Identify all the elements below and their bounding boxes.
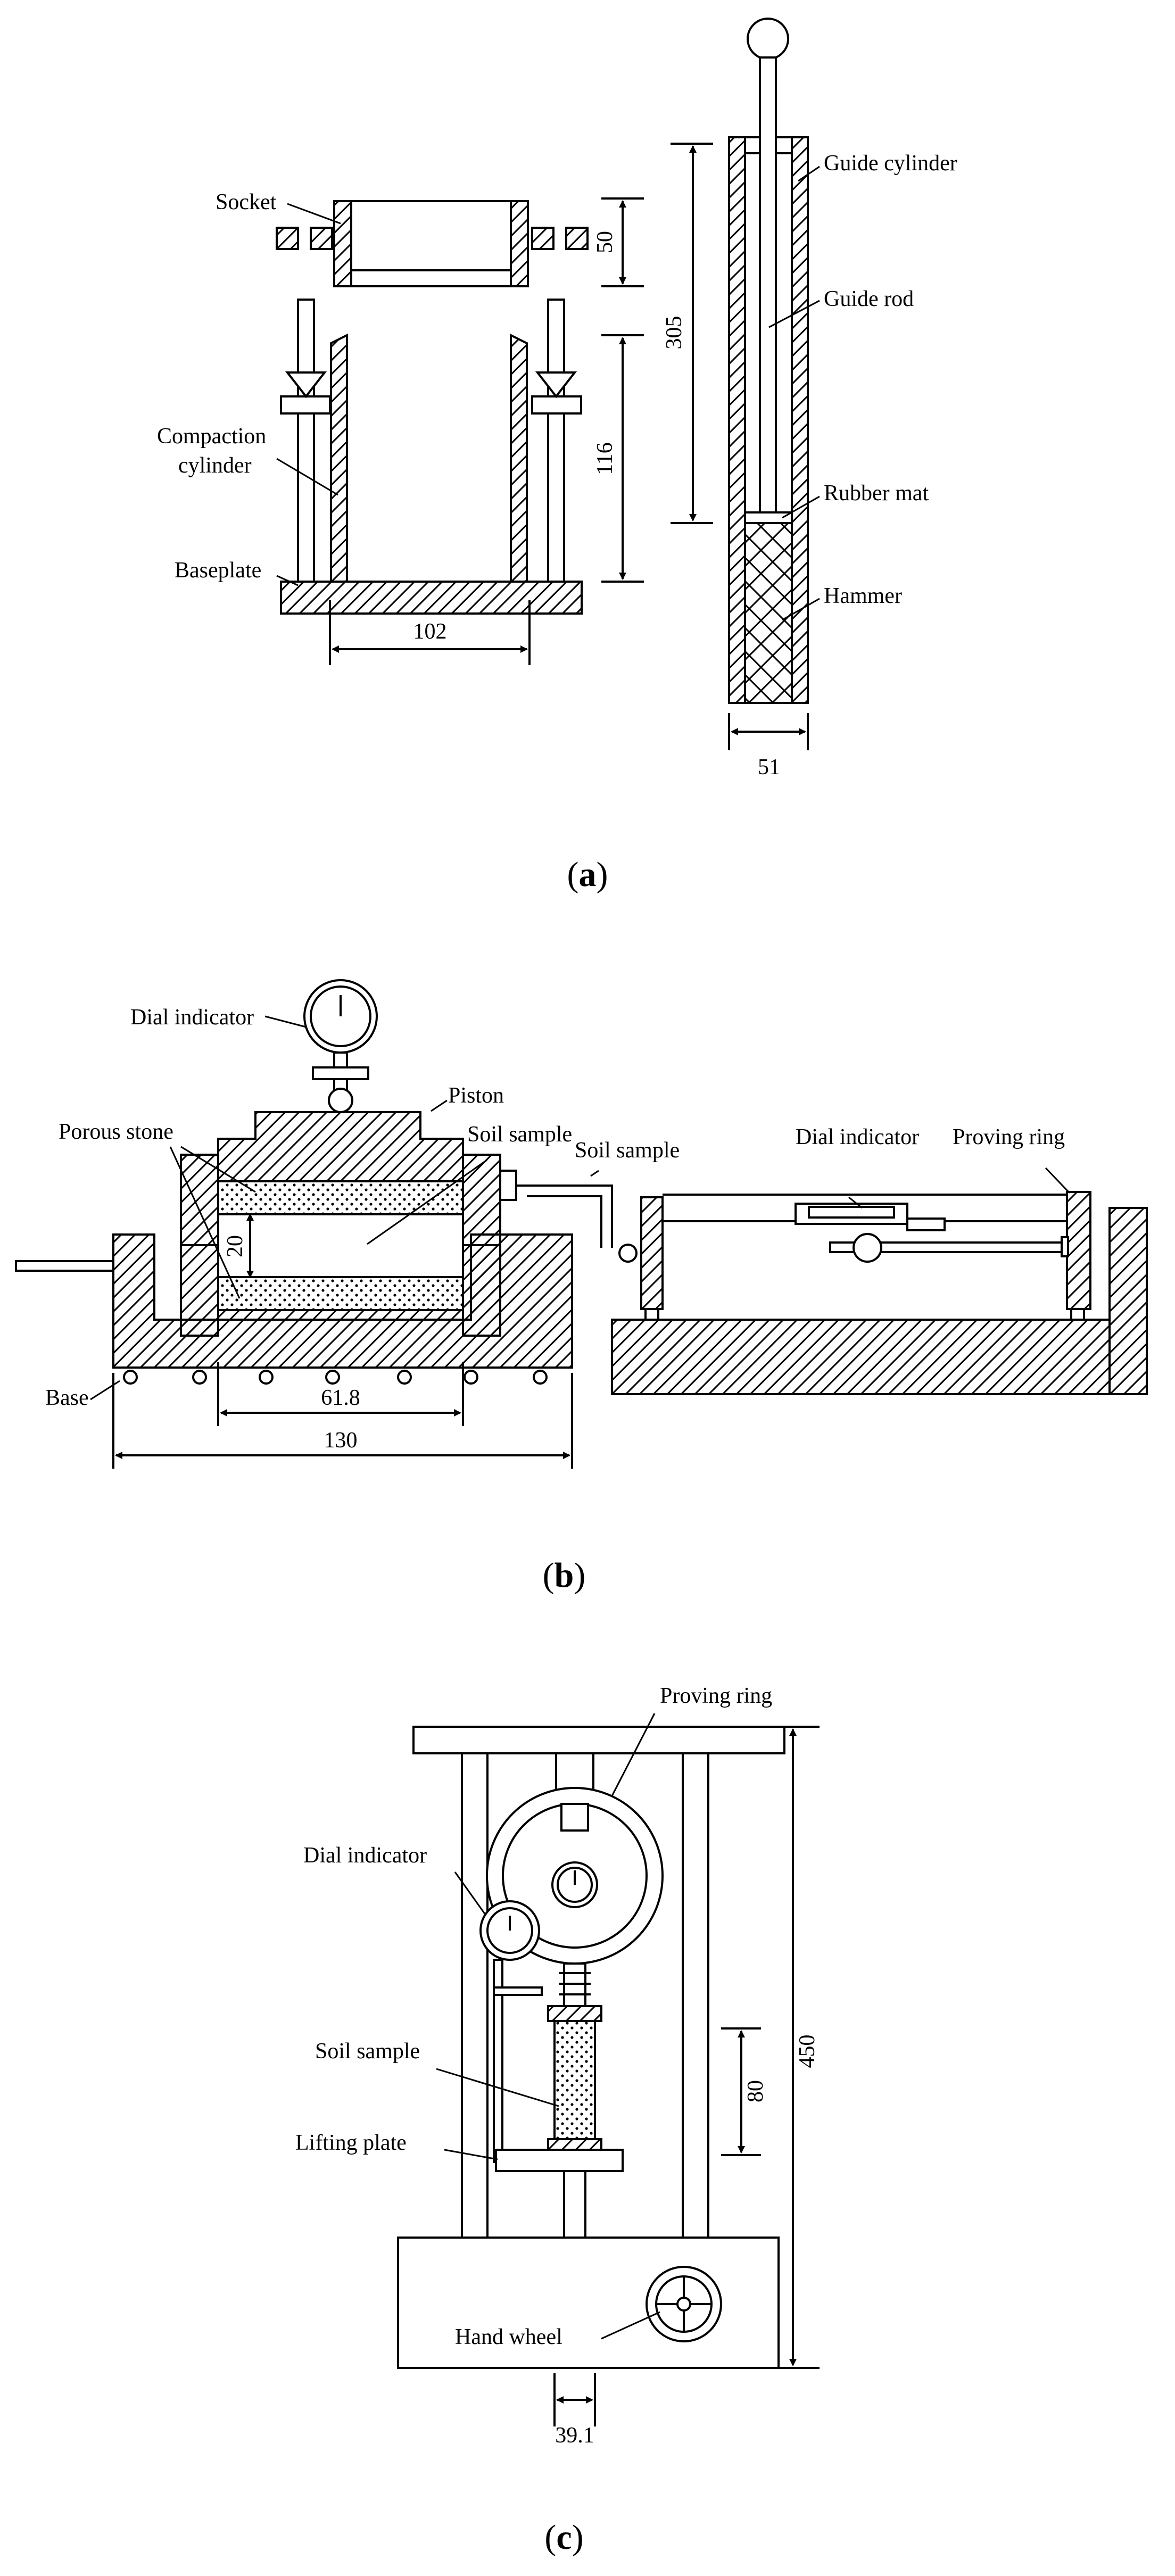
label-proving-ring-b: Proving ring xyxy=(953,1125,1065,1149)
label-piston: Piston xyxy=(448,1083,504,1108)
rollers xyxy=(123,1370,548,1385)
panel-b-text: Dial indicator Piston Porous stone Soil … xyxy=(45,1005,1065,1595)
label-compaction-cylinder-2: cylinder xyxy=(178,453,252,478)
dim-sample-diameter-c: 39.1 xyxy=(555,2423,594,2448)
panel-b-dimensions xyxy=(112,1213,573,1469)
hammer-assembly xyxy=(728,18,809,704)
panel-c-dimensions xyxy=(553,1726,820,2426)
panel-c-leaders xyxy=(436,1713,660,2340)
label-hammer: Hammer xyxy=(824,584,902,608)
panel-a xyxy=(276,18,809,704)
label-soil-sample-c: Soil sample xyxy=(315,2039,420,2064)
panel-b-leaders xyxy=(90,1015,1071,1401)
label-porous-stone: Porous stone xyxy=(59,1120,173,1144)
label-compaction-cylinder-1: Compaction xyxy=(157,424,266,449)
dim-guide-height: 305 xyxy=(662,316,686,350)
loading-handle xyxy=(15,1260,114,1272)
label-soil-sample-b1: Soil sample xyxy=(467,1122,572,1147)
dim-hammer-diameter: 51 xyxy=(758,755,780,780)
dim-cylinder-height: 116 xyxy=(593,442,617,475)
caption-c: (c) xyxy=(544,2518,583,2557)
label-soil-sample-b2: Soil sample xyxy=(575,1138,680,1163)
caption-a: (a) xyxy=(567,855,608,894)
label-dial-indicator-b1: Dial indicator xyxy=(130,1005,254,1030)
caption-b: (b) xyxy=(543,1556,586,1595)
dim-frame-height: 450 xyxy=(795,2035,820,2068)
tie-rods xyxy=(280,299,582,583)
panel-a-dimensions xyxy=(329,143,809,750)
panel-b xyxy=(15,979,1148,1395)
panel-c xyxy=(397,1726,785,2369)
baseplate xyxy=(280,581,583,615)
label-dial-indicator-b2: Dial indicator xyxy=(796,1125,919,1149)
dial-indicator-top xyxy=(303,979,378,1113)
dim-cylinder-diameter: 102 xyxy=(413,619,447,644)
soil-sample-b xyxy=(217,1213,464,1278)
proving-ring-b xyxy=(1066,1191,1091,1310)
label-dial-indicator-c: Dial indicator xyxy=(303,1843,427,1868)
top-beam xyxy=(412,1726,785,1754)
panel-c-text: Proving ring Dial indicator Soil sample … xyxy=(295,1684,820,2557)
dim-socket-height: 50 xyxy=(593,231,617,253)
label-lifting-plate: Lifting plate xyxy=(295,2131,407,2155)
panel-a-leaders xyxy=(276,165,820,621)
dim-sample-diameter-b: 61.8 xyxy=(321,1386,360,1410)
dim-sample-height-c: 80 xyxy=(743,2080,768,2102)
dim-sample-height-b: 20 xyxy=(223,1235,247,1257)
right-bed xyxy=(611,1319,1111,1395)
lifting-plate xyxy=(495,2149,624,2172)
label-base: Base xyxy=(45,1386,89,1410)
porous-stone-top xyxy=(217,1180,464,1215)
porous-stone-bottom xyxy=(217,1276,464,1311)
socket xyxy=(276,200,589,287)
label-rubber-mat: Rubber mat xyxy=(824,481,929,506)
label-guide-rod: Guide rod xyxy=(824,287,914,311)
dim-base-width: 130 xyxy=(324,1428,358,1453)
piston xyxy=(217,1111,464,1182)
panel-a-text: Socket Compaction cylinder Baseplate Gui… xyxy=(157,151,957,894)
right-plate-left xyxy=(640,1196,664,1310)
compaction-cylinder xyxy=(330,333,528,583)
label-proving-ring-c: Proving ring xyxy=(660,1684,772,1708)
soil-sample-c xyxy=(553,2020,596,2140)
label-baseplate: Baseplate xyxy=(175,558,261,583)
label-hand-wheel: Hand wheel xyxy=(455,2325,562,2349)
label-socket: Socket xyxy=(216,190,277,214)
label-guide-cylinder: Guide cylinder xyxy=(824,151,957,176)
